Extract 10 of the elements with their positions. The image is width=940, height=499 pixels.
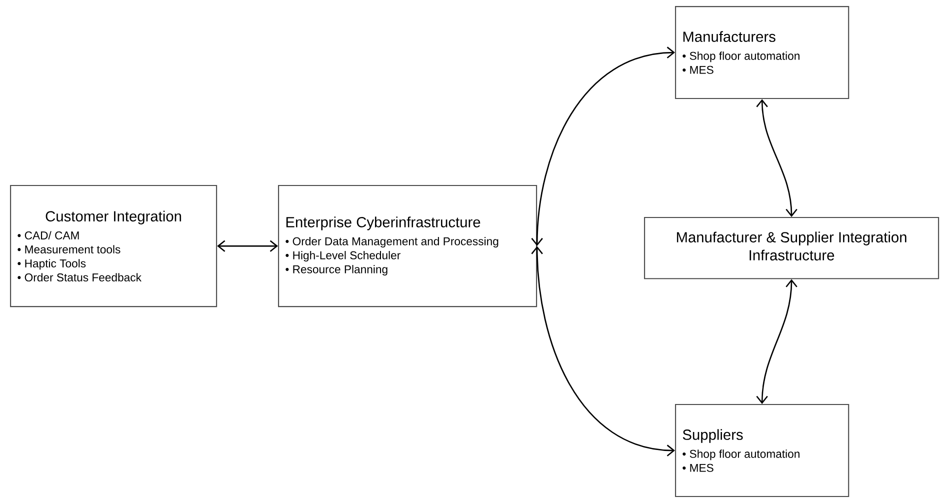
process-box: Enterprise Cyberinfrastructure • Order Data Management and Processing • High-Level Scheduler • Resource Planning bbox=[278, 185, 538, 308]
process-box: Suppliers • Shop floor automation • MES bbox=[675, 404, 850, 498]
process-box: Customer Integration • CAD/ CAM • Measurement tools • Haptic Tools • Order Status Feedback bbox=[10, 185, 218, 308]
arrow bbox=[217, 240, 278, 252]
arrow bbox=[531, 46, 675, 246]
process-box: Manufacturers • Shop floor automation • MES bbox=[675, 6, 850, 100]
arrow bbox=[756, 99, 798, 217]
arrow bbox=[531, 246, 675, 456]
arrow bbox=[756, 279, 798, 404]
process-box: Manufacturer & Supplier Integration Infrastructure bbox=[644, 217, 940, 280]
